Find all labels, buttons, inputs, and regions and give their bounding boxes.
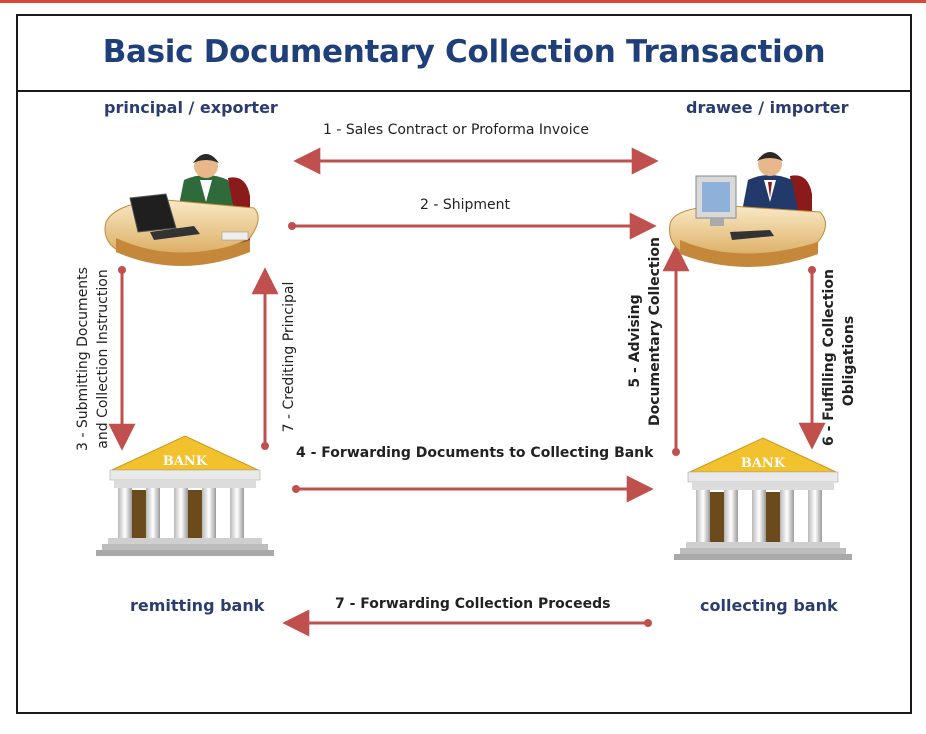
- bank-building-icon: BANK: [96, 435, 274, 556]
- step-6-line-1: 6 - Fulfilling Collection: [821, 269, 837, 446]
- drawee-importer-label: drawee / importer: [686, 98, 849, 117]
- step-3-line-2: and Collection Instruction: [95, 269, 111, 449]
- step-4-label: 4 - Forwarding Documents to Collecting B…: [296, 445, 654, 461]
- arrow-shipment: [288, 212, 657, 240]
- step-1-label: 1 - Sales Contract or Proforma Invoice: [323, 122, 589, 138]
- step-6-line-2: Obligations: [841, 315, 857, 407]
- bank-building-icon: BANK: [674, 437, 852, 560]
- principal-exporter-label: principal / exporter: [104, 98, 278, 117]
- remitting-bank-sign: BANK: [163, 454, 208, 469]
- diagram-title: Basic Documentary Collection Transaction: [102, 34, 826, 70]
- remitting-bank-label: remitting bank: [130, 596, 265, 615]
- top-accent-line: [0, 0, 926, 3]
- step-7-proceeds-label: 7 - Forwarding Collection Proceeds: [335, 596, 611, 612]
- step-5-label: 5 - Advising Documentary Collection: [625, 237, 665, 426]
- step-3-label: 3 - Submitting Documents and Collection …: [73, 259, 113, 459]
- exporter-desk-icon: [104, 154, 259, 266]
- step-3-line-1: 3 - Submitting Documents: [75, 267, 91, 451]
- arrow-forwarding-documents: [292, 475, 654, 503]
- arrow-submitting-documents: [108, 266, 136, 451]
- title-box: Basic Documentary Collection Transaction: [16, 14, 912, 92]
- arrow-crediting-principal: [251, 267, 279, 450]
- step-7-crediting-label: 7 - Crediting Principal: [281, 281, 297, 433]
- step-5-line-2: Documentary Collection: [647, 237, 663, 426]
- arrow-fulfilling-obligations: [798, 266, 826, 450]
- step-6-label: 6 - Fulfilling Collection Obligations: [819, 269, 859, 446]
- importer-desk-icon: [669, 152, 826, 267]
- step-5-line-1: 5 - Advising: [627, 294, 643, 388]
- diagram-frame: [16, 14, 912, 714]
- arrow-forwarding-proceeds: [282, 609, 652, 637]
- collecting-bank-sign: BANK: [741, 456, 786, 471]
- collecting-bank-label: collecting bank: [700, 596, 838, 615]
- step-2-label: 2 - Shipment: [420, 197, 511, 213]
- arrow-advising-collection: [662, 244, 690, 456]
